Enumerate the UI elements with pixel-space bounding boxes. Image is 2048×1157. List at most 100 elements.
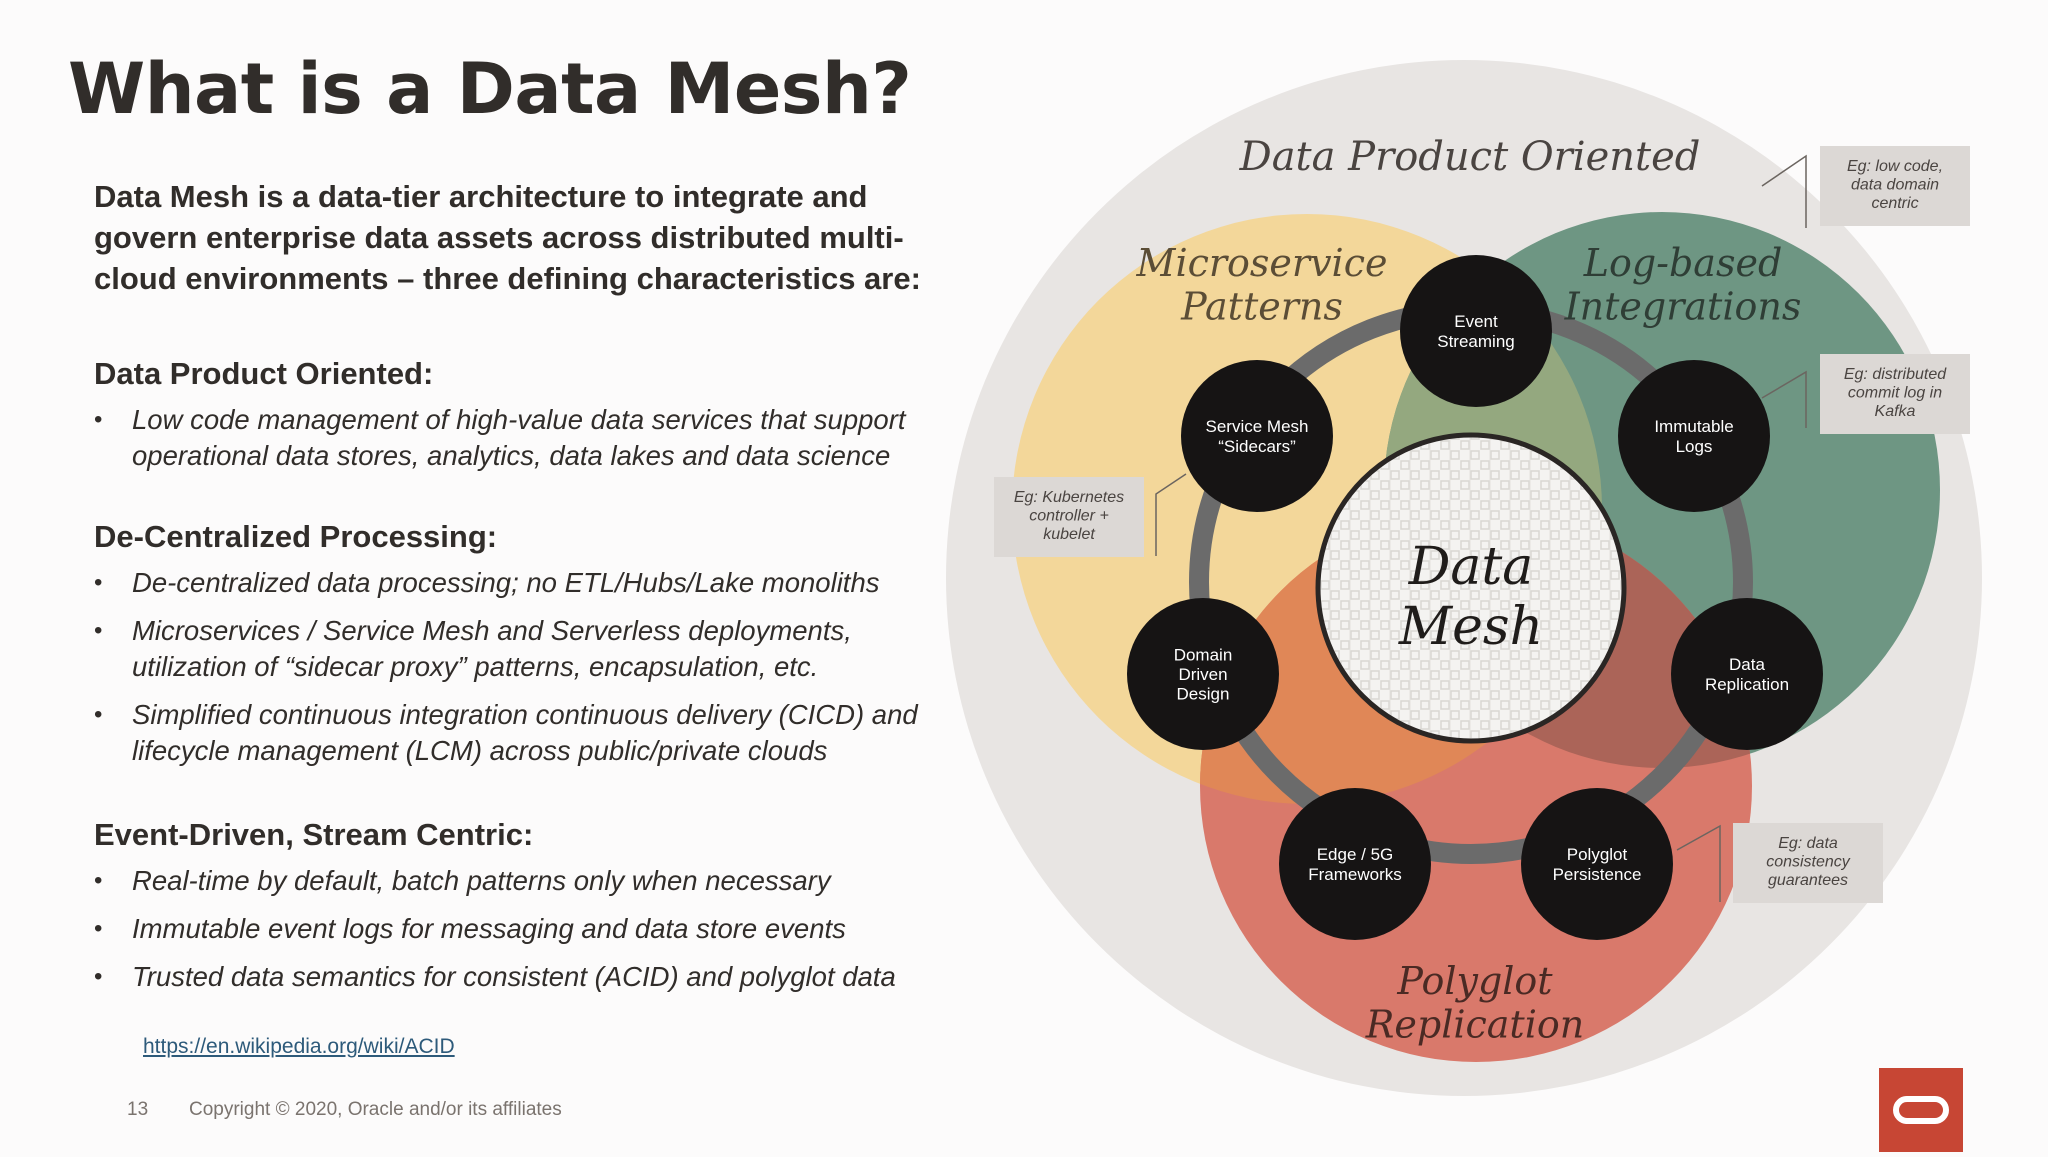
label-microservice-line: Patterns xyxy=(1180,285,1343,329)
node-circle xyxy=(1181,360,1333,512)
callout-text-consistency-line: guarantees xyxy=(1768,872,1848,889)
node-label-line: Edge / 5G xyxy=(1317,845,1394,864)
center-text-line: Mesh xyxy=(1398,597,1543,657)
center-circle xyxy=(1315,432,1627,744)
callout-text-low-code-line: data domain xyxy=(1851,176,1939,193)
node-circle xyxy=(1671,598,1823,750)
callout-line-kubernetes xyxy=(1155,473,1187,556)
callout-text-consistency-line: Eg: data xyxy=(1778,835,1838,852)
oracle-logo xyxy=(1879,1068,1963,1152)
callout-text-kafka-line: Kafka xyxy=(1875,403,1916,420)
node-label: Service Mesh“Sidecars” xyxy=(1206,417,1309,456)
callout-line-low-code xyxy=(1761,154,1807,228)
intro-text: Data Mesh is a data-tier architecture to… xyxy=(94,179,921,296)
label-polyglot-line: Replication xyxy=(1365,1003,1584,1047)
callout-text-low-code-line: Eg: low code, xyxy=(1847,158,1943,175)
bullet-dot: • xyxy=(94,867,103,894)
section-decentralized: De-Centralized Processing: • De-centraliz… xyxy=(94,519,974,769)
section-heading: Data Product Oriented: xyxy=(94,356,434,391)
bullet-text: Microservices / Service Mesh and Serverl… xyxy=(132,615,852,682)
bullet-dot: • xyxy=(94,701,103,728)
callout-line-kafka xyxy=(1761,370,1807,428)
label-log-based-line: Log-based xyxy=(1583,241,1783,285)
bullet-item: • De-centralized data processing; no ETL/… xyxy=(94,565,974,601)
node-label-line: Data xyxy=(1729,655,1765,674)
callout-text-low-code-line: centric xyxy=(1871,195,1918,212)
node-label-line: Polyglot xyxy=(1567,845,1628,864)
center-text-line: Data xyxy=(1408,537,1534,597)
node-label-line: Event xyxy=(1454,312,1498,331)
bullet-item: • Low code management of high-value data … xyxy=(94,402,974,474)
node-label-line: Replication xyxy=(1705,675,1789,694)
bullet-list: • Low code management of high-value data … xyxy=(94,402,974,474)
bullet-dot: • xyxy=(94,617,103,644)
callout-text-consistency-line: consistency xyxy=(1766,853,1851,870)
outer-label: Data Product Oriented xyxy=(1239,134,1701,180)
page-number: 13 xyxy=(127,1099,149,1120)
node-label-line: Service Mesh xyxy=(1206,417,1309,436)
section-event-driven: Event-Driven, Stream Centric: • Real-time… xyxy=(94,817,974,995)
node-label-line: Frameworks xyxy=(1308,865,1402,884)
bullet-item: • Microservices / Service Mesh and Server… xyxy=(94,613,974,685)
bullet-text: Real-time by default, batch patterns onl… xyxy=(132,865,831,896)
bullet-text: Simplified continuous integration contin… xyxy=(132,699,918,766)
section-heading: De-Centralized Processing: xyxy=(94,519,498,554)
node-circle xyxy=(1618,360,1770,512)
oracle-logo-icon xyxy=(1893,1096,1949,1124)
bullet-dot: • xyxy=(94,963,103,990)
bullet-list: • De-centralized data processing; no ETL/… xyxy=(94,565,974,769)
node-label-line: Logs xyxy=(1676,437,1713,456)
node-circle xyxy=(1279,788,1431,940)
bullet-text: Trusted data semantics for consistent (A… xyxy=(132,961,896,992)
label-log-based-line: Integrations xyxy=(1564,285,1802,329)
acid-wikipedia-link[interactable]: https://en.wikipedia.org/wiki/ACID xyxy=(143,1035,455,1058)
section-data-product: Data Product Oriented: • Low code managem… xyxy=(94,356,974,474)
callout-lines xyxy=(1155,154,1807,902)
callout-text-low-code: Eg: low code,data domain centric xyxy=(1847,158,1943,212)
bullet-text: Immutable event logs for messaging and d… xyxy=(132,913,846,944)
callout-line-consistency xyxy=(1676,824,1721,902)
bullet-item: • Trusted data semantics for consistent (… xyxy=(94,959,974,995)
page-title: What is a Data Mesh? xyxy=(68,48,912,130)
label-polyglot-line: Polyglot xyxy=(1396,959,1553,1003)
callout-text-kubernetes-line: controller + xyxy=(1029,507,1109,524)
node-label-line: Persistence xyxy=(1553,865,1642,884)
bullet-text: Low code management of high-value data s… xyxy=(132,404,906,471)
node-label-line: Driven xyxy=(1178,665,1227,684)
node-label-line: Domain xyxy=(1174,645,1233,664)
callout-box-low-code xyxy=(1820,146,1970,226)
bullet-text: De-centralized data processing; no ETL/H… xyxy=(132,567,880,598)
callout-box-kafka xyxy=(1820,354,1970,434)
node-circle xyxy=(1400,255,1552,407)
callout-text-kafka-line: commit log in xyxy=(1848,384,1942,401)
callout-text-kubernetes-line: kubelet xyxy=(1043,526,1095,543)
callout-box-consistency xyxy=(1733,823,1883,903)
node-label-line: “Sidecars” xyxy=(1218,437,1296,456)
bullet-dot: • xyxy=(94,569,103,596)
content-column: Data Mesh is a data-tier architecture to… xyxy=(94,176,974,995)
node-circle xyxy=(1127,598,1279,750)
node-label-line: Design xyxy=(1177,685,1230,704)
section-heading: Event-Driven, Stream Centric: xyxy=(94,817,534,852)
node-circle xyxy=(1521,788,1673,940)
bullet-dot: • xyxy=(94,915,103,942)
callout-text-kubernetes-line: Eg: Kubernetes xyxy=(1014,489,1124,506)
bullet-dot: • xyxy=(94,406,103,433)
label-microservice-line: Microservice xyxy=(1136,241,1388,285)
node-label-line: Immutable xyxy=(1654,417,1733,436)
